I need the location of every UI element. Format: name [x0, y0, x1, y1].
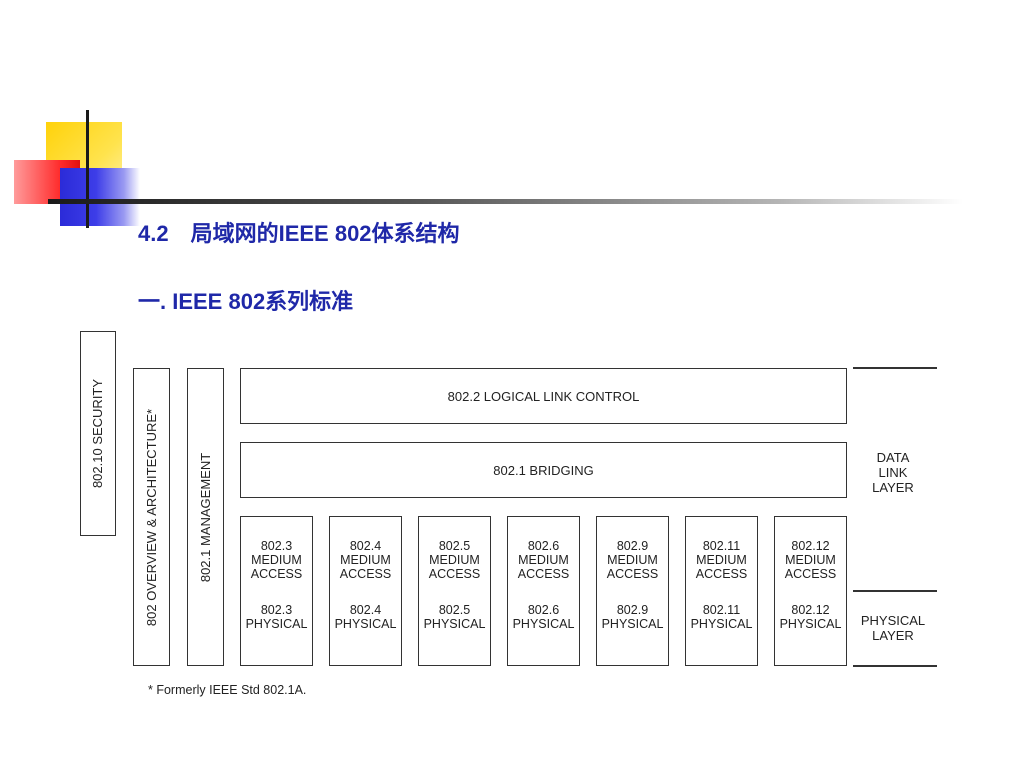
llc-label: 802.2 LOGICAL LINK CONTROL: [447, 388, 640, 404]
phy-number: 802.12: [791, 603, 830, 617]
phy-label: PHYSICAL: [512, 617, 575, 631]
phy-label: PHYSICAL: [690, 617, 753, 631]
phy-number: 802.9: [616, 603, 649, 617]
mac-sublayer: 802.11 MEDIUM ACCESS: [696, 539, 747, 581]
management-label: 802.1 MANAGEMENT: [198, 452, 214, 582]
mac-sublayer: 802.6 MEDIUM ACCESS: [518, 539, 569, 581]
mac-medium: MEDIUM: [340, 553, 391, 567]
physical-layer-word-2: LAYER: [872, 628, 914, 643]
standard-box-802-12: 802.12 MEDIUM ACCESS 802.12 PHYSICAL: [774, 516, 847, 666]
phy-number: 802.6: [527, 603, 560, 617]
physical-sublayer: 802.4 PHYSICAL: [335, 603, 397, 631]
standard-box-802-5: 802.5 MEDIUM ACCESS 802.5 PHYSICAL: [418, 516, 491, 666]
mac-access: ACCESS: [606, 567, 659, 581]
mac-access: ACCESS: [517, 567, 570, 581]
mac-medium: MEDIUM: [607, 553, 658, 567]
data-link-word-1: DATA: [876, 450, 910, 465]
physical-sublayer: 802.11 PHYSICAL: [691, 603, 753, 631]
security-box: 802.10 SECURITY: [80, 331, 116, 536]
mac-number: 802.4: [349, 539, 382, 553]
standard-box-802-11: 802.11 MEDIUM ACCESS 802.11 PHYSICAL: [685, 516, 758, 666]
mac-number: 802.3: [260, 539, 293, 553]
layer-divider-line: [853, 590, 937, 592]
phy-label: PHYSICAL: [334, 617, 397, 631]
physical-sublayer: 802.5 PHYSICAL: [424, 603, 486, 631]
mac-number: 802.9: [616, 539, 649, 553]
mac-medium: MEDIUM: [251, 553, 302, 567]
overview-label: 802 OVERVIEW & ARCHITECTURE*: [144, 408, 159, 626]
phy-number: 802.5: [438, 603, 471, 617]
mac-access: ACCESS: [695, 567, 748, 581]
mac-number: 802.6: [527, 539, 560, 553]
mac-medium: MEDIUM: [518, 553, 569, 567]
mac-access: ACCESS: [428, 567, 481, 581]
data-link-word-3: LAYER: [872, 480, 914, 495]
standard-box-802-6: 802.6 MEDIUM ACCESS 802.6 PHYSICAL: [507, 516, 580, 666]
mac-access: ACCESS: [250, 567, 303, 581]
subheading: 一. IEEE 802系列标准: [138, 289, 354, 314]
data-link-top-line: [853, 367, 937, 369]
physical-sublayer: 802.12 PHYSICAL: [780, 603, 842, 631]
mac-access: ACCESS: [784, 567, 837, 581]
data-link-layer-label: DATA LINK LAYER: [853, 450, 933, 495]
physical-sublayer: 802.6 PHYSICAL: [513, 603, 575, 631]
management-box: 802.1 MANAGEMENT: [187, 368, 224, 666]
decor-horizontal-rule: [48, 199, 963, 204]
standard-box-802-4: 802.4 MEDIUM ACCESS 802.4 PHYSICAL: [329, 516, 402, 666]
phy-label: PHYSICAL: [601, 617, 664, 631]
mac-sublayer: 802.4 MEDIUM ACCESS: [340, 539, 391, 581]
standard-box-802-3: 802.3 MEDIUM ACCESS 802.3 PHYSICAL: [240, 516, 313, 666]
bridging-box: 802.1 BRIDGING: [240, 442, 847, 498]
phy-label: PHYSICAL: [779, 617, 842, 631]
section-heading: 4.2 局域网的IEEE 802体系结构: [138, 216, 460, 248]
footnote: * Formerly IEEE Std 802.1A.: [148, 683, 307, 697]
security-label: 802.10 SECURITY: [90, 378, 106, 489]
section-number: 4.2: [138, 221, 169, 246]
decor-vertical-line: [86, 110, 89, 228]
physical-layer-label: PHYSICAL LAYER: [853, 613, 933, 643]
mac-medium: MEDIUM: [696, 553, 747, 567]
data-link-word-2: LINK: [878, 465, 908, 480]
physical-bottom-line: [853, 665, 937, 667]
decor-blue-bar: [60, 168, 140, 226]
section-title: 局域网的IEEE 802体系结构: [190, 221, 460, 246]
phy-number: 802.4: [349, 603, 382, 617]
mac-sublayer: 802.9 MEDIUM ACCESS: [607, 539, 658, 581]
phy-number: 802.3: [260, 603, 293, 617]
physical-sublayer: 802.9 PHYSICAL: [602, 603, 664, 631]
phy-label: PHYSICAL: [245, 617, 308, 631]
overview-architecture-box: 802 OVERVIEW & ARCHITECTURE*: [133, 368, 170, 666]
standard-box-802-9: 802.9 MEDIUM ACCESS 802.9 PHYSICAL: [596, 516, 669, 666]
mac-medium: MEDIUM: [785, 553, 836, 567]
mac-sublayer: 802.5 MEDIUM ACCESS: [429, 539, 480, 581]
phy-number: 802.11: [702, 603, 741, 617]
mac-medium: MEDIUM: [429, 553, 480, 567]
mac-sublayer: 802.12 MEDIUM ACCESS: [785, 539, 836, 581]
phy-label: PHYSICAL: [423, 617, 486, 631]
physical-sublayer: 802.3 PHYSICAL: [246, 603, 308, 631]
mac-number: 802.11: [702, 539, 741, 553]
physical-layer-word-1: PHYSICAL: [860, 613, 926, 628]
mac-sublayer: 802.3 MEDIUM ACCESS: [251, 539, 302, 581]
mac-number: 802.12: [791, 539, 830, 553]
mac-access: ACCESS: [339, 567, 392, 581]
llc-box: 802.2 LOGICAL LINK CONTROL: [240, 368, 847, 424]
mac-number: 802.5: [438, 539, 471, 553]
bridging-label: 802.1 BRIDGING: [493, 462, 594, 478]
